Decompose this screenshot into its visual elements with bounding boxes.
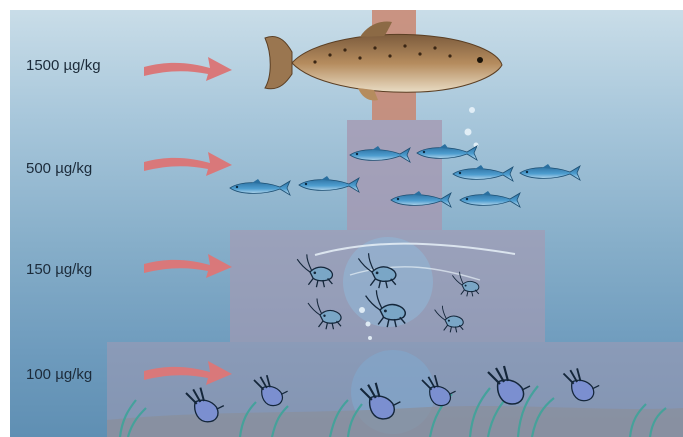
level-label-500: 500 µg/kg <box>26 160 92 177</box>
trout-fish <box>265 22 502 101</box>
arrow-150 <box>144 254 232 278</box>
level-label-150: 150 µg/kg <box>26 261 92 278</box>
level-label-100: 100 µg/kg <box>26 366 92 383</box>
food-web-diagram: 1500 µg/kg 500 µg/kg 150 µg/kg 100 µg/kg <box>10 10 683 437</box>
diagram-graphics <box>10 10 683 437</box>
arrow-1500 <box>144 57 232 81</box>
pyramid-tier-small-fish <box>347 120 442 230</box>
level-label-1500: 1500 µg/kg <box>26 57 101 74</box>
arrow-500 <box>144 152 232 176</box>
